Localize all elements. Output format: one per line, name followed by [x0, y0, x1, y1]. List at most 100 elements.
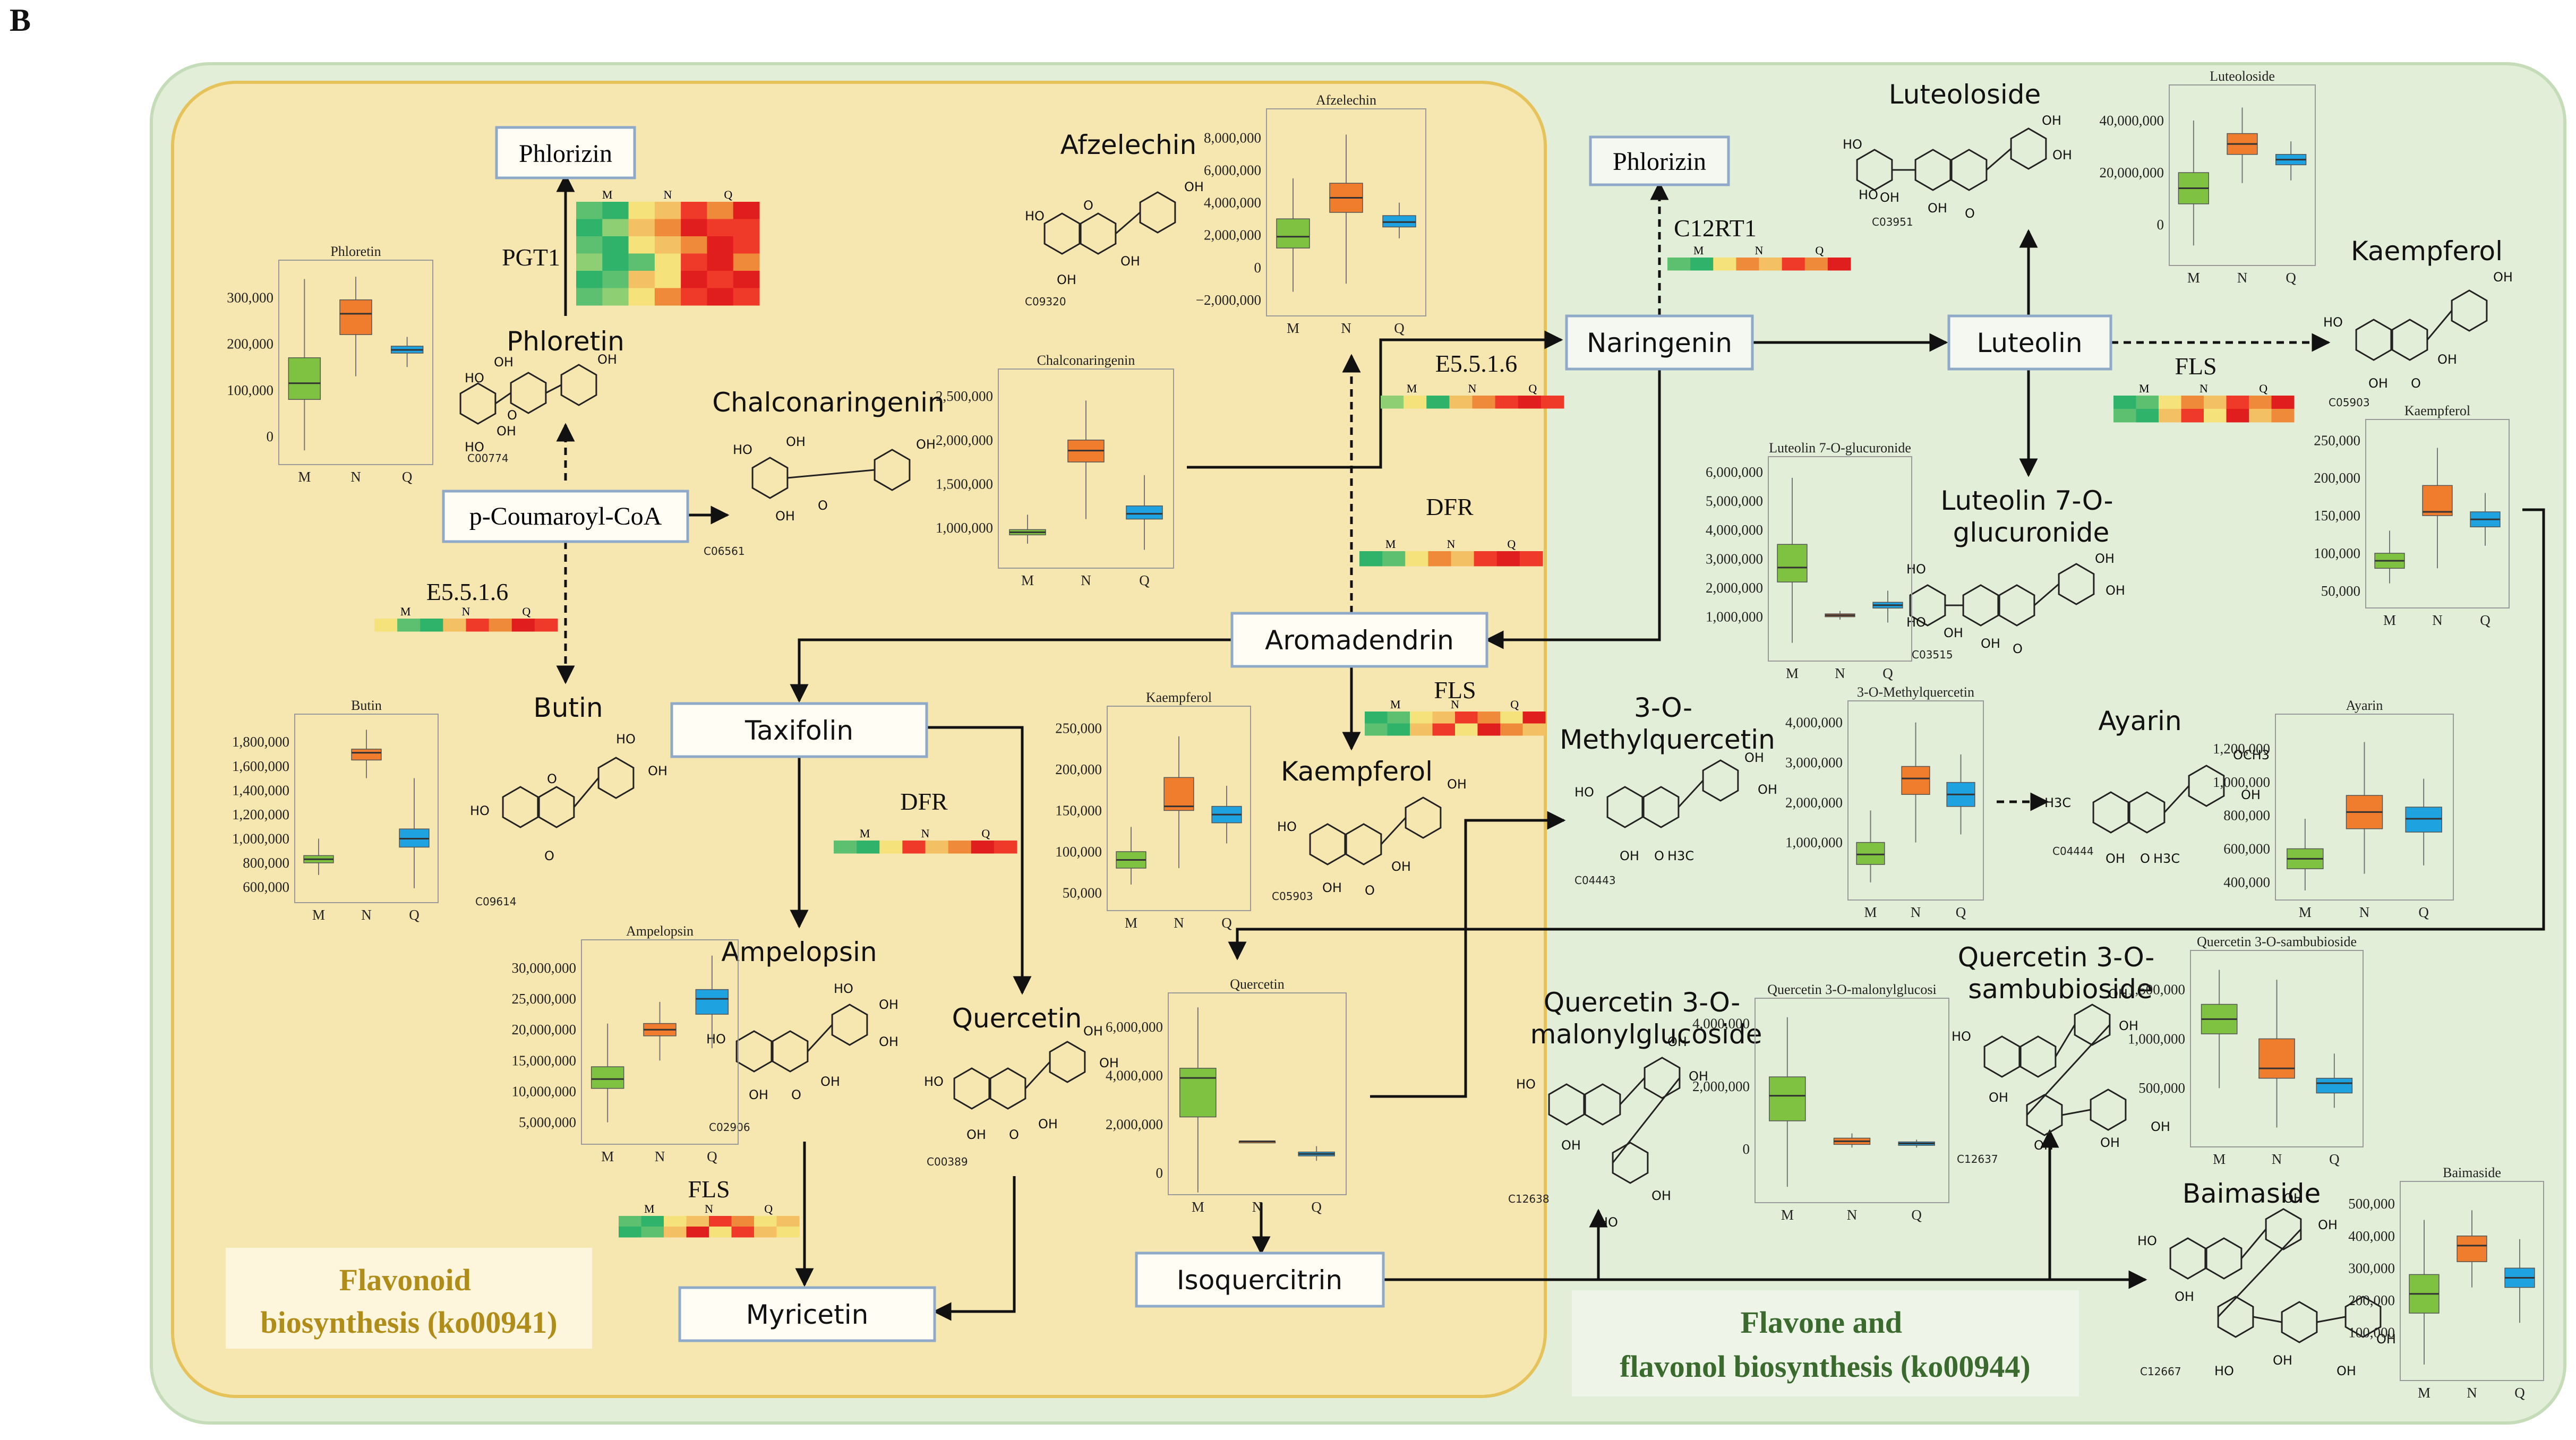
x-tick-label: Q: [1311, 1199, 1322, 1215]
boxplot-frame: [278, 260, 433, 465]
heatmap-cell: [707, 236, 734, 254]
ring: [953, 1067, 990, 1110]
atom-label: OH: [1944, 625, 1963, 640]
ring: [597, 757, 635, 799]
ring: [1702, 759, 1739, 802]
atom-label: OH: [2042, 113, 2061, 128]
boxplot-kaempferol_mid: Kaempferol50,000100,000150,000200,000250…: [1055, 690, 1251, 931]
atom-label: HO: [465, 371, 484, 385]
heatmap-cell: [681, 271, 707, 288]
heatmap-cell: [686, 1227, 709, 1238]
ring: [2451, 289, 2488, 332]
atom-label: OH: [648, 764, 667, 778]
node-aromadendrin-label: Aromadendrin: [1265, 625, 1454, 656]
atom-label: OH: [775, 509, 795, 524]
bond: [2316, 1316, 2346, 1323]
atom-label: OH: [2368, 376, 2388, 391]
boxplot-frame: [2275, 714, 2454, 901]
name-butin: Butin: [533, 692, 603, 723]
heatmap-cell: [619, 1216, 641, 1227]
boxplot-title: Kaempferol: [1146, 690, 1212, 705]
cid-luteoloside: C03951: [1872, 216, 1913, 228]
flavone-label-line2: flavonol biosynthesis (ko00944): [1620, 1349, 2030, 1384]
ring: [1909, 584, 1946, 627]
ring: [2019, 1035, 2057, 1078]
x-tick-label: Q: [1394, 320, 1405, 336]
y-tick-label: 4,000,000: [1692, 1016, 1750, 1032]
y-tick-label: 0: [1156, 1165, 1163, 1181]
y-tick-label: 1,000,000: [232, 830, 289, 846]
boxplot-title: Kaempferol: [2404, 403, 2470, 418]
atom-label: HO: [1025, 209, 1045, 224]
boxplot-frame: [1755, 998, 1949, 1203]
heatmap-cell: [511, 619, 535, 632]
atom-label: OH: [2337, 1364, 2356, 1378]
heatmap-cell: [902, 841, 926, 854]
boxplot-baimaside: Baimaside100,000200,000300,000400,000500…: [2348, 1165, 2544, 1401]
y-tick-label: 600,000: [2223, 841, 2270, 857]
y-tick-label: 4,000,000: [1204, 195, 1261, 211]
heatmap-cell: [1736, 258, 1759, 271]
y-tick-label: 50,000: [1063, 885, 1102, 901]
atom-label: OH: [2283, 1191, 2303, 1206]
enzyme-e5516-mid: E5.5.1.6: [1435, 350, 1518, 377]
box-Q: [2405, 807, 2442, 833]
boxplot-title: Baimaside: [2443, 1165, 2501, 1180]
box-M: [1276, 218, 1310, 248]
atom-label: HO: [2137, 1233, 2157, 1248]
atom-label: O: [544, 848, 554, 863]
heatmap-cell: [686, 1216, 709, 1227]
atom-label: OH: [916, 437, 936, 452]
y-tick-label: 4,000,000: [1785, 715, 1843, 731]
x-tick-label: N: [2359, 904, 2370, 920]
cid-quercetin-sambu: C12637: [1957, 1153, 1998, 1165]
flavonoid-label-line1: Flavonoid: [339, 1263, 471, 1297]
box-N: [2422, 485, 2453, 516]
atom-label: OH: [497, 424, 516, 439]
heatmap-cell: [420, 619, 443, 632]
atom-label: H3C: [2044, 795, 2071, 810]
heatmap-cell: [1827, 258, 1851, 271]
node-aromadendrin: [1230, 612, 1488, 668]
flavone-label-line1: Flavone and: [1740, 1305, 1902, 1340]
heatmap-cell: [1382, 551, 1406, 567]
x-tick-label: N: [1847, 1207, 1858, 1223]
node-phlorizin-left: [495, 126, 636, 179]
atom-label: HO: [1598, 1215, 1618, 1230]
node-p-coumaroyl-label: p-Coumaroyl-CoA: [469, 502, 662, 530]
y-tick-label: 2,000,000: [1706, 580, 1763, 596]
heatmap-cell: [2249, 409, 2272, 423]
heatmap-cell: [576, 236, 603, 254]
name-luteolin7-line2: glucuronide: [1953, 517, 2110, 548]
atom-label: HO: [924, 1074, 944, 1089]
y-tick-label: −2,000,000: [1196, 292, 1261, 308]
heatmap-cell: [1410, 712, 1433, 724]
x-tick-label: Q: [1139, 572, 1150, 588]
ring: [1914, 149, 1952, 191]
heatmap-cell: [576, 219, 603, 237]
heatmap-cell: [2181, 409, 2204, 423]
node-naringenin-label: Naringenin: [1587, 328, 1732, 358]
heatmap-header: M: [2139, 382, 2150, 395]
ring: [2188, 765, 2225, 807]
atom-label: HO: [465, 440, 484, 455]
heatmap-cell: [576, 271, 603, 288]
y-tick-label: 1,000,000: [1706, 609, 1763, 625]
bond: [545, 384, 562, 394]
boxplot-frame: [581, 939, 739, 1145]
bond: [787, 469, 875, 479]
node-isoquercitrin: [1135, 1252, 1385, 1308]
y-tick-label: 500,000: [2348, 1196, 2395, 1212]
y-tick-label: 2,500,000: [936, 388, 993, 404]
atom-label: OH: [2493, 270, 2513, 285]
heatmap-cell: [1713, 258, 1736, 271]
heatmap-cell: [2159, 396, 2181, 409]
compound-names: Phloretin Chalconaringenin Afzelechin Bu…: [507, 79, 2503, 1209]
atom-label: OH: [2241, 787, 2261, 802]
enzyme-fls-left: FLS: [688, 1176, 730, 1203]
y-tick-label: 0: [267, 428, 274, 444]
heatmap-cell: [733, 271, 760, 288]
